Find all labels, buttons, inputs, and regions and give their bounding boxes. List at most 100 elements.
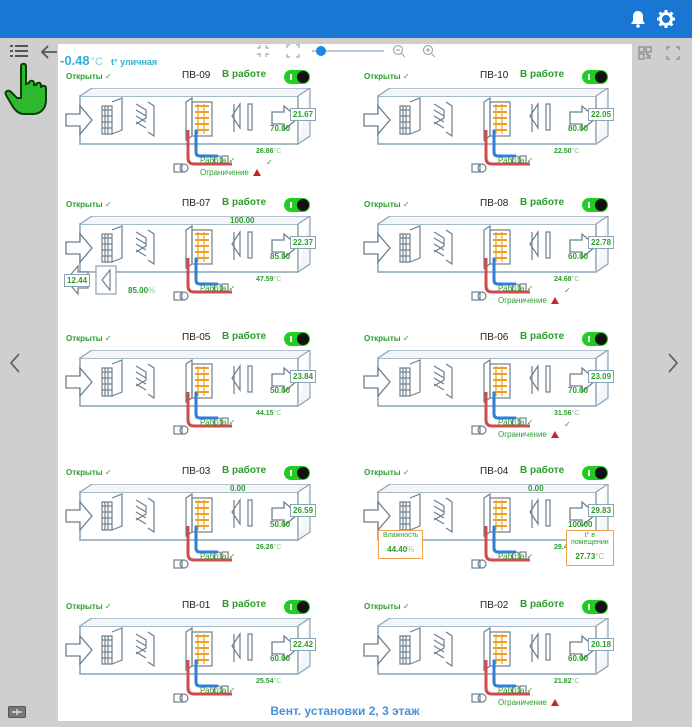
warning-triangle-icon <box>252 169 261 176</box>
zoom-in-icon[interactable] <box>422 44 436 58</box>
gear-icon[interactable] <box>656 9 676 29</box>
zoom-slider[interactable] <box>312 46 384 56</box>
unit-power-toggle[interactable] <box>582 198 608 212</box>
limit-warning: Ограничение <box>200 168 261 177</box>
pump-work-status: Работа ✓ <box>200 418 236 427</box>
valve-position: 60.00 <box>568 654 589 663</box>
app-header <box>0 0 692 38</box>
unit-name: ПВ-05 <box>182 332 211 343</box>
valve-position: 60.00 <box>270 654 291 663</box>
water-temperature: 47.59°C <box>256 276 282 283</box>
unit-name: ПВ-10 <box>480 70 509 81</box>
pump-work-status: Работа ✓ <box>200 552 236 561</box>
unit-power-toggle[interactable] <box>582 70 608 84</box>
exhaust-temperature: 12.44 <box>64 274 91 287</box>
left-panel <box>0 38 58 727</box>
dampers-status: Открыты ✓ <box>66 72 112 81</box>
dampers-status: Открыты ✓ <box>364 72 410 81</box>
valve-position: 85.00 <box>270 252 291 261</box>
valve-position: 80.00 <box>568 124 589 133</box>
zoom-out-icon[interactable] <box>392 44 406 58</box>
unit-power-toggle[interactable] <box>582 332 608 346</box>
valve-top-position: 0.00 <box>528 484 544 493</box>
dampers-status: Открыты ✓ <box>364 468 410 477</box>
unit-power-toggle[interactable] <box>284 600 310 614</box>
supply-temperature: 23.09 <box>588 370 615 383</box>
unit-name: ПВ-03 <box>182 466 211 477</box>
unit-status: В работе <box>520 599 565 610</box>
valve-position: 60.00 <box>568 252 589 261</box>
water-temperature: 24.68°C <box>554 276 580 283</box>
water-temperature: 44.15°C <box>256 410 282 417</box>
outside-temp-label: t° уличная <box>110 57 158 67</box>
collapse-icon[interactable] <box>256 44 270 58</box>
unit-power-toggle[interactable] <box>284 332 310 346</box>
unit-diagram <box>360 349 610 450</box>
prev-page-chevron-icon[interactable] <box>8 352 22 374</box>
list-menu-icon[interactable] <box>10 44 28 58</box>
unit-power-toggle[interactable] <box>284 198 310 212</box>
water-temperature: 22.50°C <box>554 148 580 155</box>
valve-position: 100.00 <box>568 520 593 529</box>
unit-status: В работе <box>222 331 267 342</box>
unit-name: ПВ-02 <box>480 600 509 611</box>
dampers-status: Открыты ✓ <box>66 334 112 343</box>
pump-work-status: Работа ✓ <box>498 156 534 165</box>
pump-work-status: Работа ✓ <box>200 156 236 165</box>
unit-power-toggle[interactable] <box>284 70 310 84</box>
valve-top-position: 100.00 <box>230 216 255 225</box>
valve-position: 50.00 <box>270 520 291 529</box>
pump-work-status: Работа ✓ <box>498 418 534 427</box>
valve-position: 50.00 <box>270 386 291 395</box>
back-arrow-icon[interactable] <box>40 44 58 60</box>
right-panel <box>632 38 692 727</box>
unit-status: В работе <box>520 69 565 80</box>
supply-temperature: 23.84 <box>290 370 317 383</box>
qr-code-icon[interactable] <box>638 46 652 60</box>
warning-triangle-icon <box>550 699 559 706</box>
dampers-status: Открыты ✓ <box>364 602 410 611</box>
outside-temp-unit: °C <box>90 56 103 68</box>
unit-diagram <box>62 483 312 584</box>
dampers-status: Открыты ✓ <box>364 334 410 343</box>
limit-warning: Ограничение <box>498 698 559 707</box>
keyboard-icon[interactable] <box>8 706 26 718</box>
dampers-status: Открыты ✓ <box>66 602 112 611</box>
valve-position: 70.00 <box>568 386 589 395</box>
fullscreen-icon[interactable] <box>666 46 680 60</box>
water-temperature: 25.54°C <box>256 678 282 685</box>
supply-temperature: 21.67 <box>290 108 317 121</box>
bell-icon[interactable] <box>628 9 648 29</box>
supply-temperature: 29.83 <box>588 504 615 517</box>
water-check: ✓ <box>564 420 571 429</box>
exhaust-valve: 85.00% <box>128 286 156 295</box>
dampers-status: Открыты ✓ <box>66 200 112 209</box>
unit-status: В работе <box>520 197 565 208</box>
unit-power-toggle[interactable] <box>284 466 310 480</box>
limit-warning: Ограничение <box>498 430 559 439</box>
unit-name: ПВ-06 <box>480 332 509 343</box>
unit-power-toggle[interactable] <box>582 466 608 480</box>
water-temperature: 26.26°C <box>256 544 282 551</box>
dampers-status: Открыты ✓ <box>364 200 410 209</box>
next-page-chevron-icon[interactable] <box>666 352 680 374</box>
supply-temperature: 20.18 <box>588 638 615 651</box>
unit-name: ПВ-07 <box>182 198 211 209</box>
unit-diagram <box>360 617 610 718</box>
unit-status: В работе <box>222 69 267 80</box>
supply-temperature: 26.59 <box>290 504 317 517</box>
unit-power-toggle[interactable] <box>582 600 608 614</box>
expand-icon[interactable] <box>286 44 300 58</box>
unit-status: В работе <box>520 465 565 476</box>
unit-diagram <box>360 87 610 188</box>
water-temperature: 26.86°C <box>256 148 282 155</box>
